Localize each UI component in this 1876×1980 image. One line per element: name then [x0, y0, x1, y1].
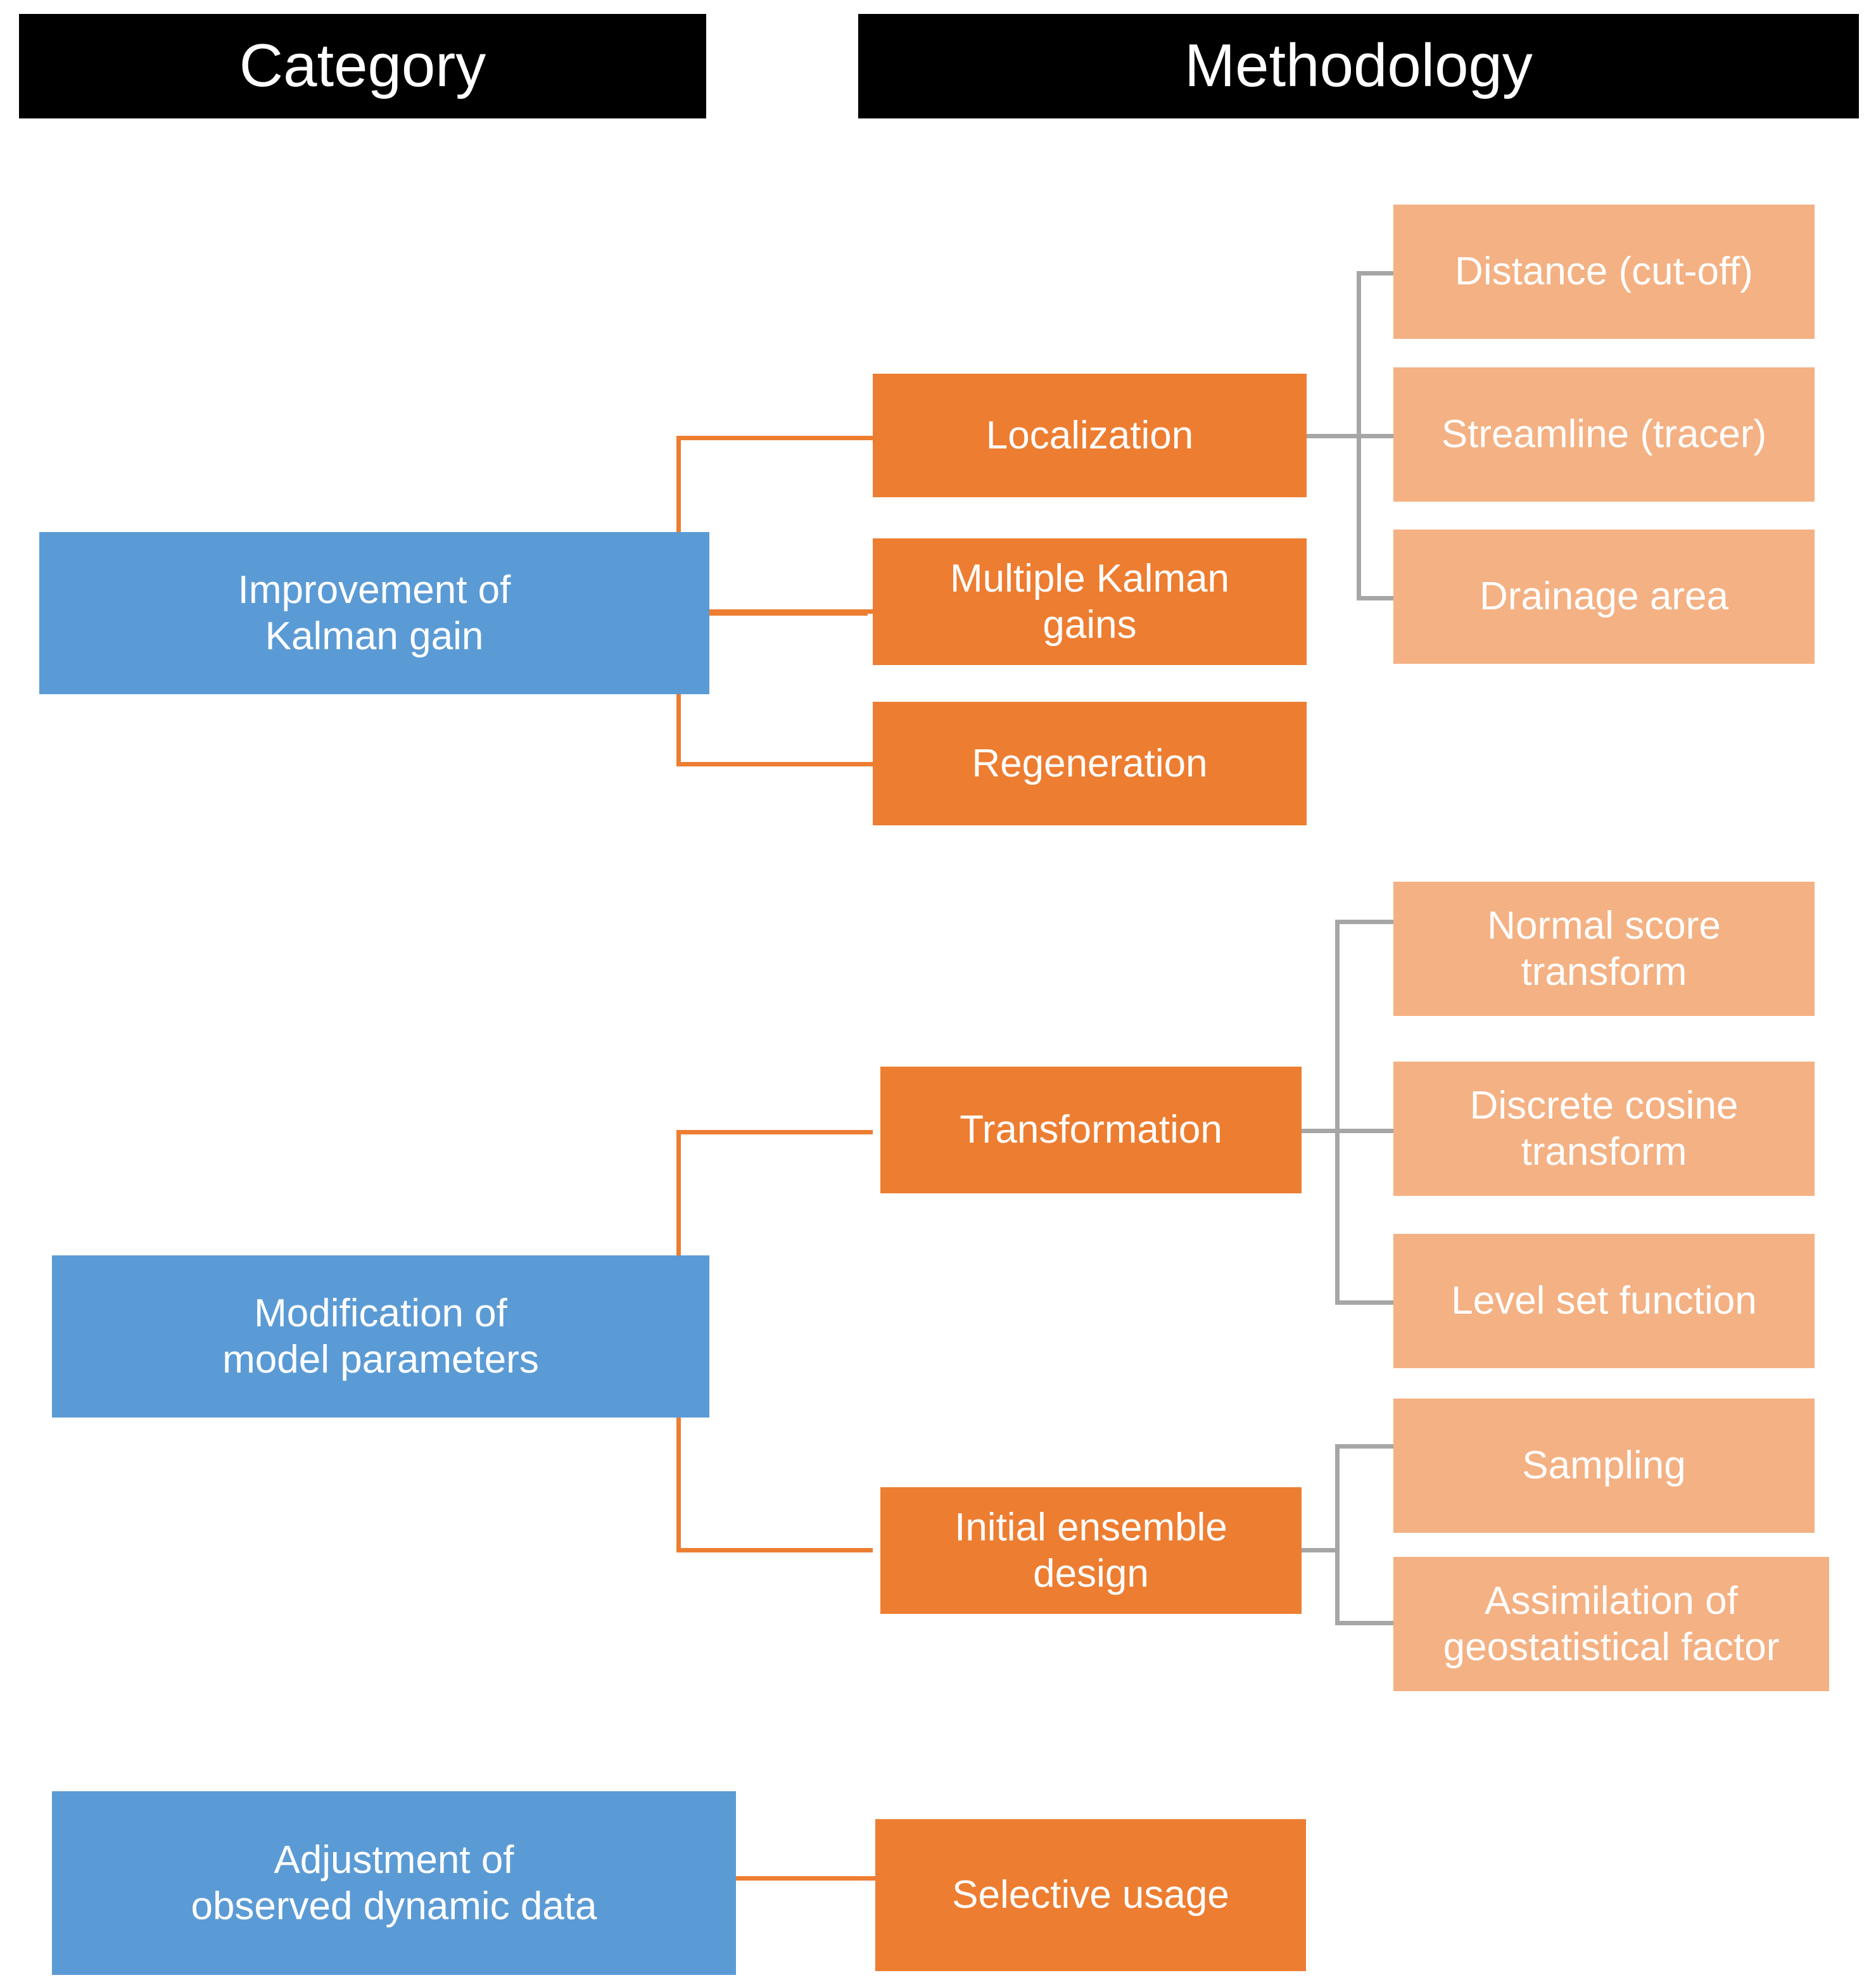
node-initial-ensemble-design[interactable]: Initial ensemble design: [880, 1487, 1302, 1614]
node-drainage-area[interactable]: Drainage area: [1393, 530, 1815, 664]
connector-localization-stub: [1307, 434, 1360, 438]
node-label-line1: Normal score: [1487, 903, 1721, 948]
node-label-line1: Assimilation of: [1485, 1578, 1738, 1623]
node-label-selective-usage: Selective usage: [952, 1873, 1229, 1917]
node-label-line2: observed dynamic data: [191, 1884, 597, 1928]
connector-transformation-spine: [1335, 920, 1340, 1305]
node-discrete-cosine-transform[interactable]: Discrete cosine transform: [1393, 1062, 1815, 1196]
header-band-category: Category: [19, 14, 706, 118]
node-label-distance-cut-off: Distance (cut-off): [1455, 250, 1753, 294]
connector-localization-to-streamline: [1357, 434, 1426, 438]
node-multiple-kalman-gains[interactable]: Multiple Kalman gains: [873, 538, 1307, 665]
node-label-wrap: Improvement of Kalman gain: [238, 567, 511, 659]
connector-cat1-to-localization: [676, 436, 873, 440]
node-label-line1: Multiple Kalman: [949, 556, 1230, 600]
header-label-category: Category: [239, 32, 486, 100]
node-adjustment-of-observed-dynamic-data[interactable]: Adjustment of observed dynamic data: [52, 1791, 736, 1975]
node-label-line2: gains: [1043, 603, 1137, 647]
node-label-wrap: Multiple Kalman gains: [950, 555, 1229, 648]
node-localization[interactable]: Localization: [873, 374, 1307, 497]
connector-cat2-to-initial-ensemble-design: [676, 1548, 873, 1552]
node-label-wrap: Assimilation of geostatistical factor: [1443, 1578, 1780, 1670]
connector-cat2-to-transformation: [676, 1130, 873, 1134]
node-label-drainage-area: Drainage area: [1480, 574, 1728, 619]
node-transformation[interactable]: Transformation: [880, 1067, 1302, 1193]
connector-transformation-to-discrete-cosine-transform: [1335, 1129, 1398, 1133]
node-label-level-set-function: Level set function: [1451, 1279, 1757, 1323]
node-label-line1: Modification of: [254, 1291, 507, 1335]
node-sampling[interactable]: Sampling: [1393, 1399, 1815, 1533]
connector-transformation-stub: [1302, 1129, 1338, 1133]
connector-initial-ensemble-spine: [1335, 1444, 1340, 1625]
node-label-line2: Kalman gain: [265, 614, 484, 658]
node-level-set-function[interactable]: Level set function: [1393, 1234, 1815, 1368]
node-label-line2: design: [1033, 1552, 1149, 1596]
node-label-wrap: Initial ensemble design: [954, 1504, 1227, 1597]
node-distance-cut-off[interactable]: Distance (cut-off): [1393, 205, 1815, 339]
connector-cat1-to-regeneration: [676, 762, 873, 766]
connector-localization-to-distance: [1357, 271, 1426, 276]
node-label-transformation: Transformation: [960, 1108, 1222, 1152]
node-label-line2: geostatistical factor: [1443, 1625, 1780, 1669]
node-label-line1: Adjustment of: [274, 1837, 514, 1882]
node-label-sampling: Sampling: [1522, 1444, 1686, 1488]
node-streamline-tracer[interactable]: Streamline (tracer): [1393, 367, 1815, 502]
connector-transformation-to-normal-score-transform: [1335, 920, 1398, 924]
node-label-line2: model parameters: [222, 1338, 539, 1381]
header-label-methodology: Methodology: [1184, 32, 1533, 100]
connector-initial-ensemble-to-assimilation: [1335, 1621, 1398, 1625]
connector-initial-ensemble-stub: [1302, 1548, 1338, 1552]
node-label-line1: Initial ensemble: [954, 1505, 1227, 1549]
node-label-line1: Improvement of: [238, 568, 511, 612]
node-modification-of-model-parameters[interactable]: Modification of model parameters: [52, 1255, 709, 1418]
connector-cat1-to-multiple-kalman-gains: [708, 609, 873, 614]
node-selective-usage[interactable]: Selective usage: [875, 1819, 1306, 1971]
node-label-regeneration: Regeneration: [972, 741, 1208, 785]
node-label-localization: Localization: [986, 413, 1194, 457]
node-assimilation-of-geostatistical-factor[interactable]: Assimilation of geostatistical factor: [1393, 1557, 1829, 1691]
header-band-methodology: Methodology: [858, 14, 1859, 118]
node-label-wrap: Adjustment of observed dynamic data: [191, 1837, 597, 1929]
node-label-wrap: Modification of model parameters: [222, 1290, 539, 1383]
connector-localization-to-drainage-area: [1357, 596, 1426, 600]
node-label-line2: transform: [1521, 950, 1687, 994]
node-label-wrap: Discrete cosine transform: [1470, 1082, 1739, 1175]
node-regeneration[interactable]: Regeneration: [873, 702, 1307, 825]
connector-cat3-to-selective-usage: [735, 1876, 875, 1881]
node-label-line2: transform: [1521, 1130, 1687, 1174]
node-label-streamline-tracer: Streamline (tracer): [1441, 412, 1767, 457]
node-normal-score-transform[interactable]: Normal score transform: [1393, 882, 1815, 1016]
connector-transformation-to-level-set-function: [1335, 1300, 1398, 1305]
node-improvement-of-kalman-gain[interactable]: Improvement of Kalman gain: [39, 532, 709, 694]
connector-initial-ensemble-to-sampling: [1335, 1444, 1398, 1449]
node-label-line1: Discrete cosine: [1469, 1083, 1739, 1127]
node-label-wrap: Normal score transform: [1487, 903, 1721, 995]
